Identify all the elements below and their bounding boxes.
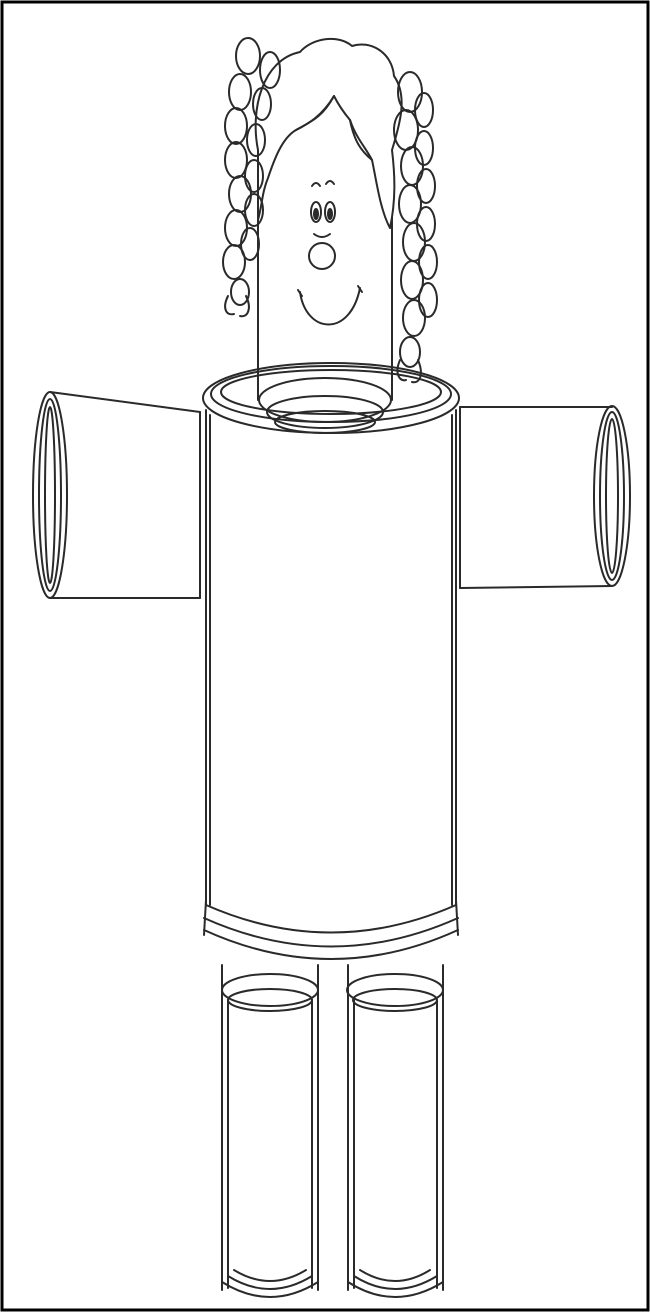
- smile: [299, 287, 361, 326]
- left-eyebrow: [311, 182, 321, 187]
- face: [297, 180, 363, 326]
- hair: [222, 37, 438, 384]
- body-can: [202, 362, 460, 960]
- right-eye: [324, 201, 336, 223]
- nose: [308, 242, 336, 270]
- left-leg-can: [221, 964, 319, 1298]
- right-arm-can: [459, 405, 631, 589]
- left-eye: [310, 201, 322, 223]
- left-arm-can: [32, 391, 201, 599]
- right-eyebrow: [325, 180, 335, 185]
- right-leg-can: [346, 964, 444, 1298]
